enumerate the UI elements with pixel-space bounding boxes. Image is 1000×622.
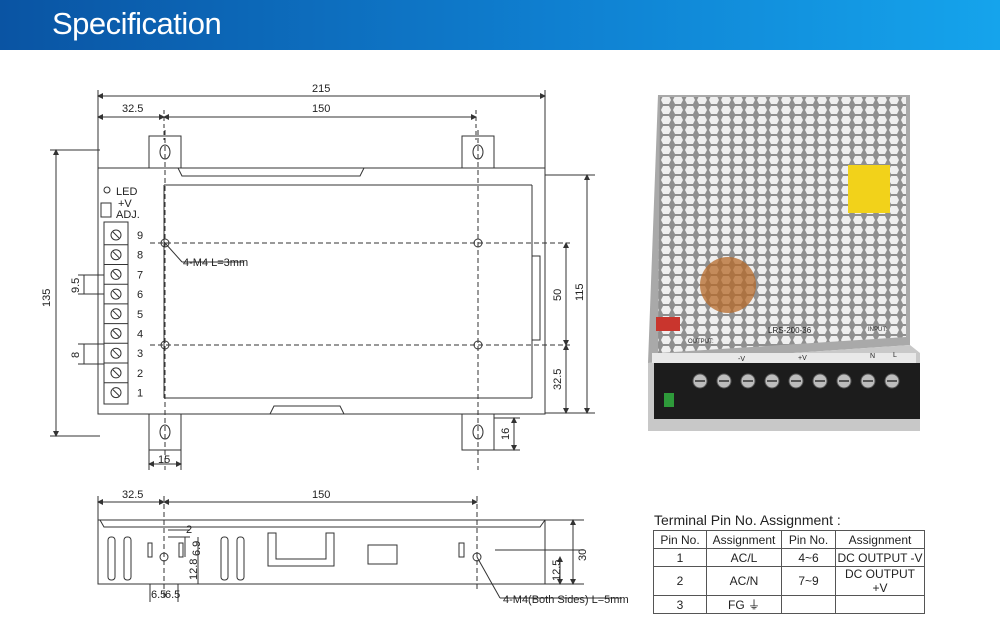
terminal-screw-icon: [110, 347, 122, 359]
table-cell: 7~9: [781, 566, 836, 596]
page-title: Specification: [52, 6, 222, 41]
side-dim-6-9: 6.9: [191, 541, 203, 556]
side-dim-32-5: 32.5: [122, 489, 143, 501]
photo-input-label: INPUT:: [868, 327, 887, 333]
photo-terminal-v-plus: +V: [798, 355, 807, 362]
terminal-screw-icon: [110, 288, 122, 300]
table-cell: AC/L: [706, 548, 782, 567]
dim-32-5-right: 32.5: [552, 369, 564, 390]
terminal-screw-slot: [112, 389, 120, 396]
product-photo: LRS-200-36 OUTPUT: INPUT: -V +V N L: [648, 95, 920, 431]
dim-16: 16: [500, 428, 512, 440]
terminal-screw-slot: [112, 369, 120, 377]
table-cell: DC OUTPUT -V: [835, 548, 925, 567]
dim-8: 8: [70, 352, 82, 358]
side-dim-2: 2: [186, 524, 192, 536]
dim-50: 50: [552, 289, 564, 301]
terminal-screw-icon: [110, 229, 122, 241]
side-view-drawing: 32.5 150 30 12.5 2 6.9 12.8 6.5 6.5 4-M4…: [97, 489, 629, 606]
side-screw-label: 4-M4(Both Sides) L=5mm: [503, 594, 629, 606]
photo-terminal-n: N: [870, 353, 875, 360]
terminal-number-1: 1: [137, 388, 143, 400]
terminal-number-2: 2: [137, 368, 143, 380]
dim-135: 135: [41, 289, 53, 307]
dim-115: 115: [574, 283, 586, 301]
top-view-drawing: 215 32.5 150 135 50 115 32.5 16 9.5 8 15…: [41, 83, 595, 470]
terminal-screw-slot: [112, 349, 120, 357]
terminal-number-6: 6: [137, 289, 143, 301]
table-cell: [835, 595, 925, 614]
pin-table-title: Terminal Pin No. Assignment :: [654, 512, 841, 528]
pin-assignment-table: Pin No. Assignment Pin No. Assignment 1 …: [653, 530, 925, 614]
table-cell: [781, 595, 836, 614]
table-row: 2 AC/N 7~9 DC OUTPUT +V: [653, 566, 925, 596]
table-cell: AC/N: [706, 566, 782, 596]
terminal-screw-slot: [112, 330, 120, 337]
table-cell: FG ⏚: [706, 595, 782, 614]
side-dim-150: 150: [312, 489, 330, 501]
warning-sticker: [848, 165, 890, 213]
side-dim-12-5: 12.5: [551, 560, 563, 581]
terminal-screw-slot: [112, 310, 120, 318]
dim-9-5: 9.5: [70, 278, 82, 293]
photo-terminal-screws: [692, 373, 900, 389]
terminal-number-8: 8: [137, 250, 143, 262]
terminal-screw-slot: [112, 271, 120, 278]
terminal-screw-slot: [112, 251, 120, 259]
table-cell: 3: [653, 595, 707, 614]
side-dim-6-5-a: 6.5: [151, 589, 166, 601]
terminal-screw-slot: [112, 290, 120, 298]
header-bar: Specification: [0, 0, 1000, 50]
side-dim-30: 30: [577, 549, 589, 561]
table-cell: 1: [653, 548, 707, 567]
table-cell: DC OUTPUT +V: [835, 566, 925, 596]
dim-15: 15: [158, 454, 170, 466]
adjust-pot: [664, 393, 674, 407]
header-pin-no-2: Pin No.: [781, 530, 836, 549]
terminal-number-7: 7: [137, 269, 143, 281]
dim-150: 150: [312, 103, 330, 115]
dim-32-5: 32.5: [122, 103, 143, 115]
terminal-screw-icon: [110, 308, 122, 320]
terminal-number-9: 9: [137, 230, 143, 242]
table-row: 3 FG ⏚: [653, 595, 925, 614]
terminal-screw-icon: [110, 367, 122, 379]
table-cell: 4~6: [781, 548, 836, 567]
adj-plus-label: +V: [118, 198, 132, 210]
side-dim-6-5-b: 6.5: [165, 589, 180, 601]
photo-terminal-v-minus: -V: [738, 356, 745, 363]
terminal-screw-icon: [110, 249, 122, 261]
table-cell: 2: [653, 566, 707, 596]
header-assignment-1: Assignment: [706, 530, 782, 549]
terminal-screw-icon: [110, 268, 122, 280]
side-dim-12-8: 12.8: [188, 559, 200, 580]
led-label: LED: [116, 186, 137, 198]
photo-terminal-l: L: [893, 352, 897, 359]
table-row: 1 AC/L 4~6 DC OUTPUT -V: [653, 548, 925, 567]
header-pin-no-1: Pin No.: [653, 530, 707, 549]
terminal-screw-slot: [112, 231, 120, 239]
terminal-screws: [104, 229, 128, 399]
terminal-number-4: 4: [137, 329, 143, 341]
photo-output-label: OUTPUT:: [688, 339, 714, 345]
header-assignment-2: Assignment: [835, 530, 925, 549]
dim-215: 215: [312, 83, 330, 95]
model-label: LRS-200-36: [768, 326, 812, 335]
table-header-row: Pin No. Assignment Pin No. Assignment: [653, 530, 925, 549]
screw-label-top: 4-M4 L=3mm: [183, 257, 248, 269]
terminal-number-5: 5: [137, 309, 143, 321]
adj-label: ADJ.: [116, 209, 140, 221]
terminal-strip: [654, 363, 920, 419]
terminal-screw-icon: [110, 328, 122, 339]
terminal-screw-icon: [110, 387, 122, 399]
terminal-number-3: 3: [137, 348, 143, 360]
